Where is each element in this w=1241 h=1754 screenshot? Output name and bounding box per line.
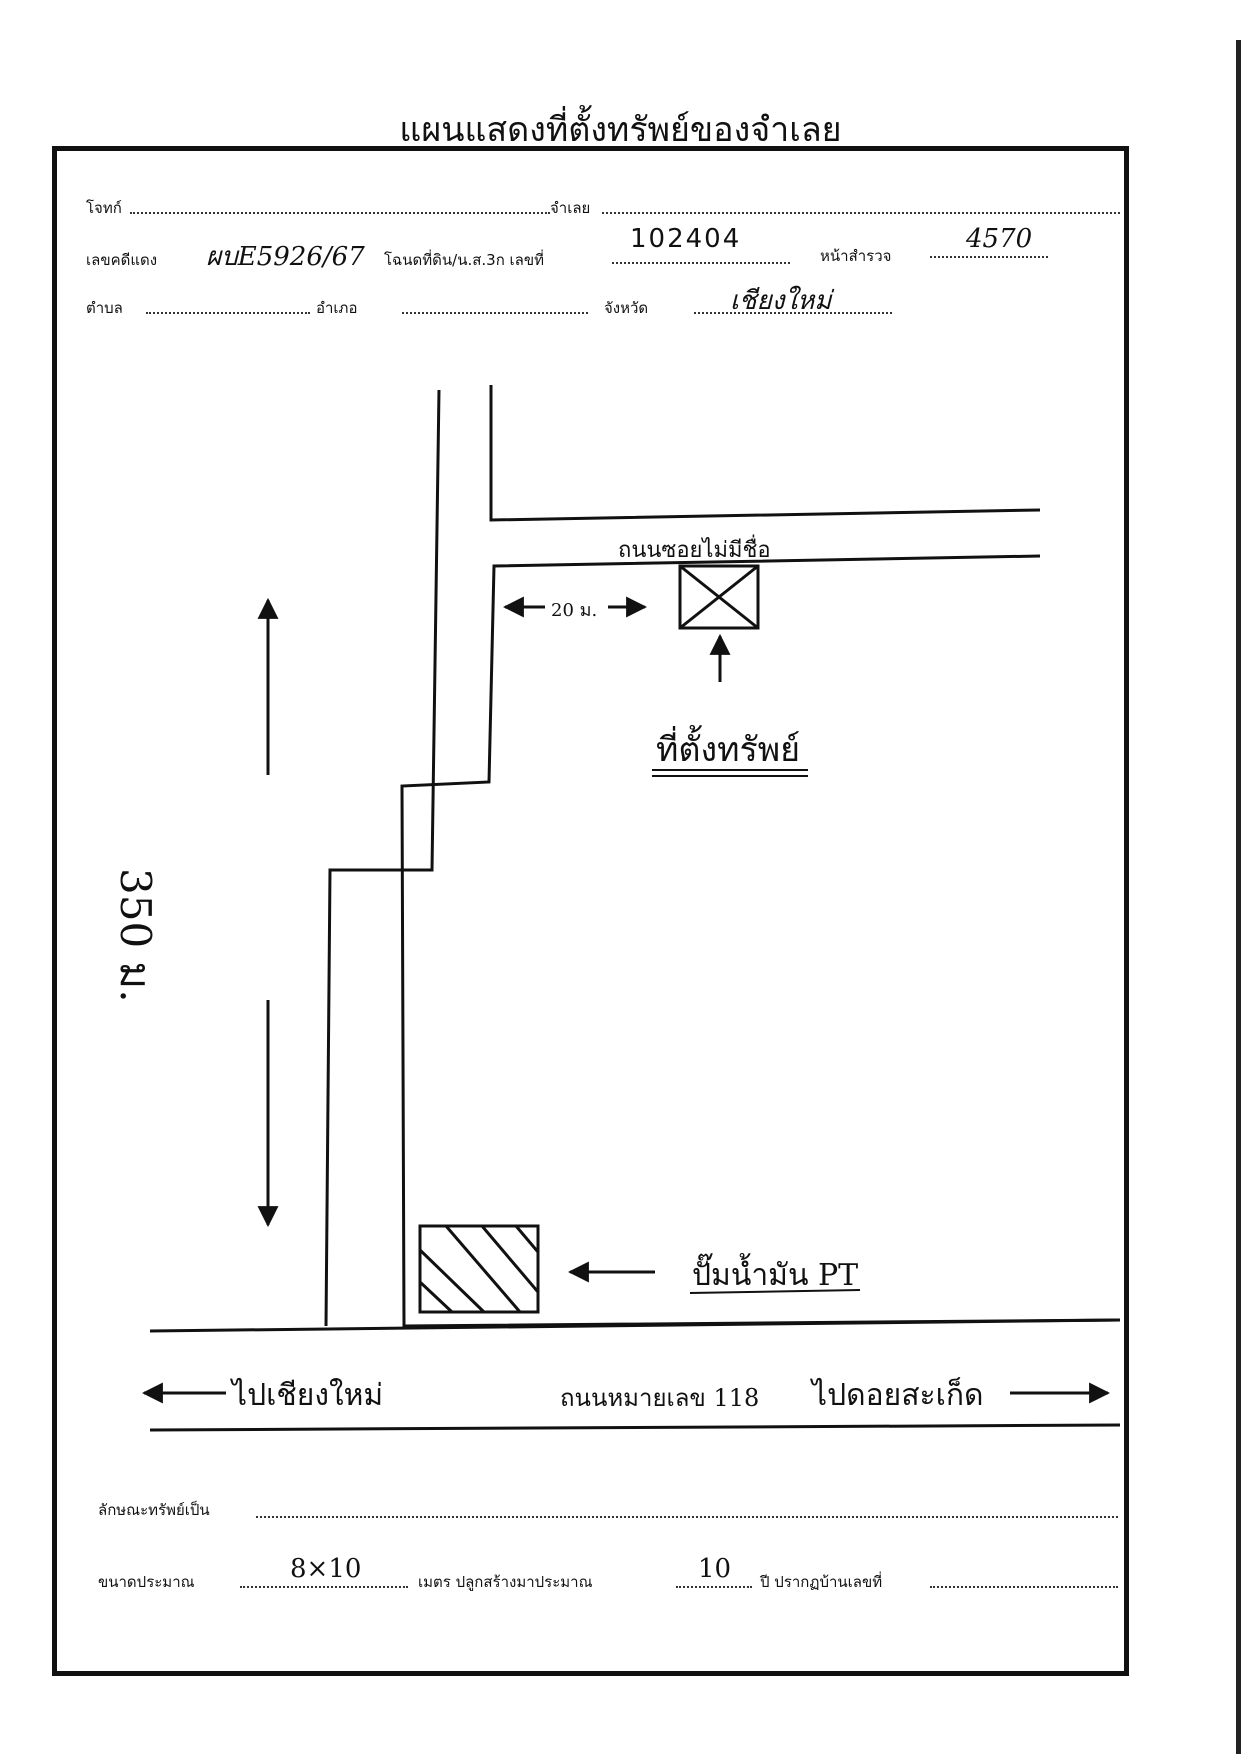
property-label: ที่ตั้งทรัพย์ — [656, 730, 801, 770]
plaintiff-field — [130, 212, 550, 214]
property-type-field — [256, 1516, 1118, 1518]
property-type-label: ลักษณะทรัพย์เป็น — [98, 1501, 210, 1519]
province-value: เชียงใหม่ — [730, 286, 832, 316]
plaintiff-label: โจทก์ — [86, 199, 122, 217]
page-edge-bar — [1236, 40, 1241, 1754]
survey-page-value: 4570 — [966, 224, 1033, 254]
gas-station-marker — [418, 1224, 540, 1314]
case-no-label: เลขคดีแดง — [86, 251, 158, 269]
highway-label: ถนนหมายเลข 118 — [560, 1384, 760, 1412]
soi-left-edge — [324, 389, 441, 1327]
highway-top-edge — [149, 1318, 1121, 1333]
survey-page-field — [930, 256, 1048, 258]
district-label: อำเภอ — [316, 299, 358, 317]
vertical-distance-label: 350 ม. — [111, 868, 160, 1003]
year-house-no-label: ปี ปรากฏบ้านเลขที่ — [760, 1573, 883, 1591]
property-marker — [678, 564, 760, 630]
district-field — [402, 312, 588, 314]
top-road-label: ถนนซอยไม่มีชื่อ — [618, 538, 771, 563]
subdistrict-field — [146, 312, 310, 314]
document-frame — [52, 146, 1129, 1676]
distance-label: 20 ม. — [551, 600, 598, 621]
deed-value: 102404 — [630, 224, 742, 254]
top-road-lower-edge — [400, 554, 1121, 1328]
size-label: ขนาดประมาณ — [98, 1573, 195, 1591]
left-direction-label: ไปเชียงใหม่ — [232, 1378, 384, 1413]
house-no-field — [930, 1586, 1118, 1588]
gas-station-label: ปั๊มน้ำมัน PT — [692, 1258, 859, 1293]
subdistrict-label: ตำบล — [86, 299, 123, 317]
soi-right-edge — [489, 385, 1041, 522]
case-no-value: ผบE5926/67 — [206, 242, 365, 272]
highway-bottom-edge — [149, 1423, 1121, 1432]
deed-field — [612, 262, 790, 264]
gas-station-label-underline — [689, 1289, 861, 1294]
survey-page-label: หน้าสำรวจ — [820, 247, 892, 265]
province-field — [694, 312, 892, 314]
defendant-label: จำเลย — [550, 199, 591, 217]
years-field — [676, 1586, 752, 1588]
province-label: จังหวัด — [604, 299, 649, 317]
deed-label: โฉนดที่ดิน/น.ส.3ก เลขที่ — [384, 251, 545, 269]
meter-built-label: เมตร ปลูกสร้างมาประมาณ — [418, 1573, 593, 1591]
right-direction-label: ไปดอยสะเก็ด — [812, 1378, 984, 1413]
defendant-field — [602, 212, 1120, 214]
size-field — [240, 1586, 408, 1588]
years-value: 10 — [698, 1554, 732, 1584]
size-value: 8×10 — [290, 1554, 362, 1584]
page-title: แผนแสดงที่ตั้งทรัพย์ของจำเลย — [399, 110, 842, 150]
